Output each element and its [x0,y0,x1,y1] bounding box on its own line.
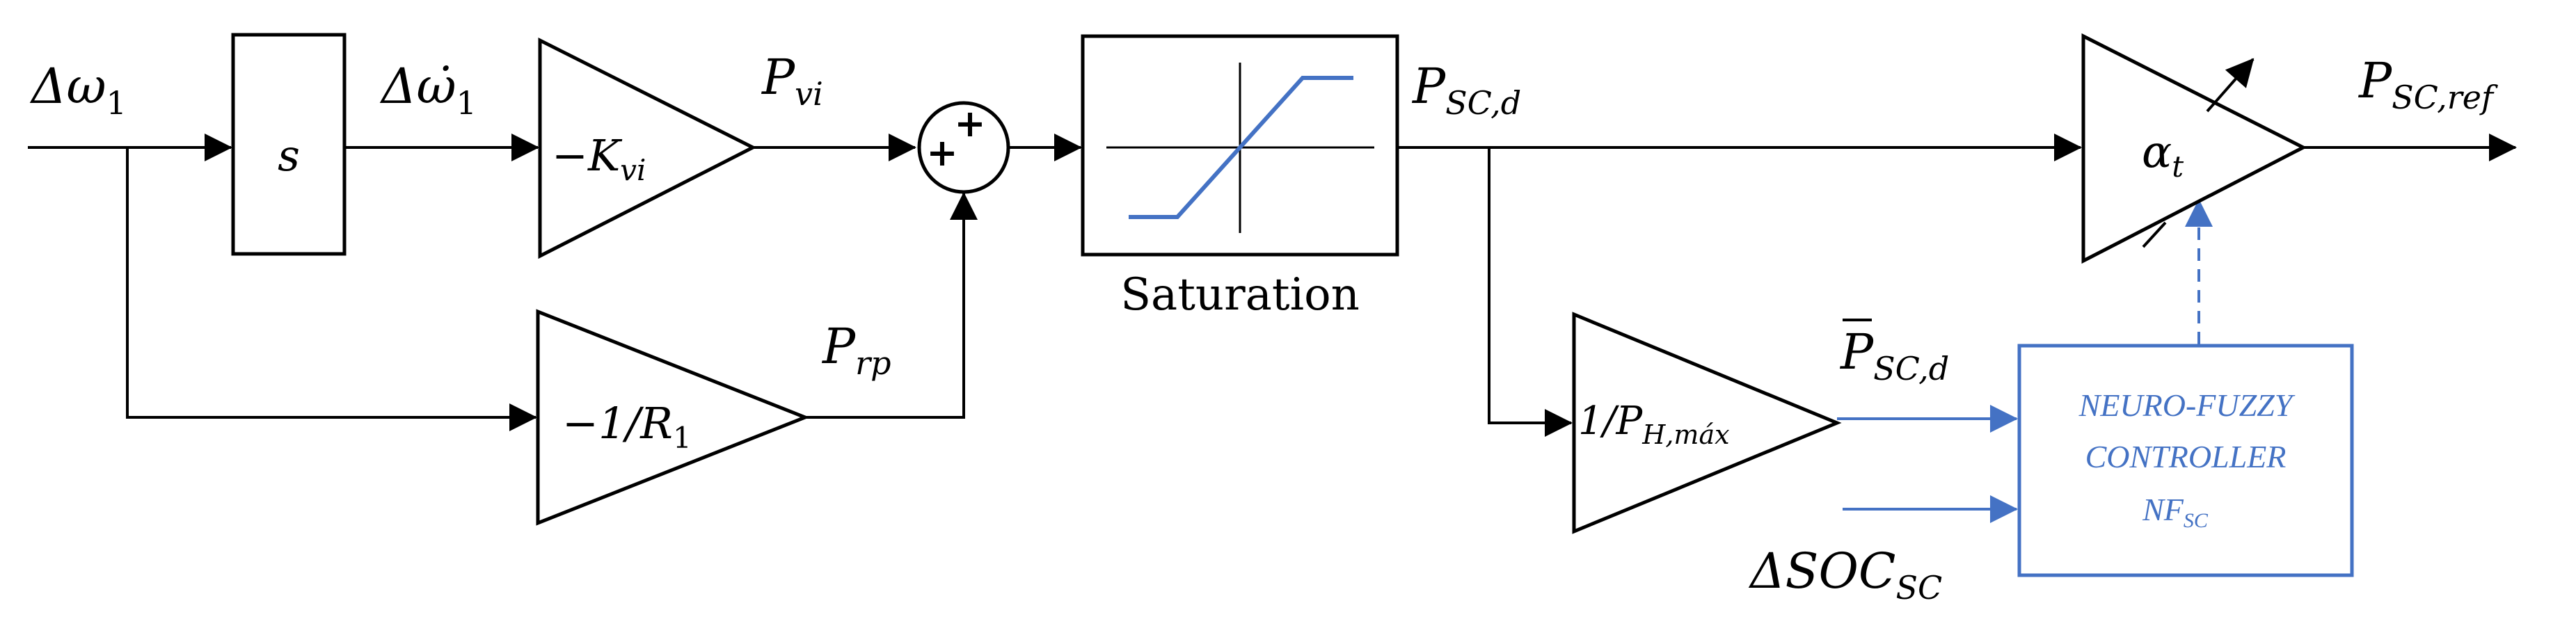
gain-kvi-label: −Kvi [552,130,646,187]
saturation-label: Saturation [1120,269,1360,321]
gain-alpha-tick [2142,221,2167,248]
summing-junction [917,101,1010,194]
derivative-output-label: Δω̇1 [379,58,477,122]
gain-alpha-label: αt [2142,127,2184,184]
output-label: PSC,ref [2358,52,2498,116]
neuro-fuzzy-controller [2017,344,2354,577]
gain-ph-label: 1/PH,máx [1578,399,1730,450]
soc-label: ΔSOCSC [1748,543,1942,607]
derivative-block [231,33,347,256]
gain-alpha-block [2081,33,2307,264]
wire-r1-to-summer [805,192,978,419]
gain-ph-block [1572,312,1842,534]
gain-kvi-block [538,37,757,259]
gain-r1-label: −1/R1 [562,398,692,455]
summer-plus-left: + [926,130,957,175]
summer-plus-top: + [954,101,985,145]
signal-wires [28,134,2517,437]
controller-line1: NEURO-FUZZY [2078,387,2296,423]
controller-line2: CONTROLLER [2085,439,2287,474]
gain-r1-block [536,309,810,526]
input-label: Δω1 [29,58,127,122]
wire-input-to-r1-gain [126,147,537,431]
p-rp-label: Prp [821,318,891,382]
p-scd-bar-label: PSC,d [1839,319,1949,387]
p-vi-label: Pvi [761,49,823,113]
controller-wires [1837,199,2213,523]
wire-branch-to-ph-gain [1488,147,1573,437]
p-scd-label: PSC,d [1411,58,1521,122]
svg-text:PSC,d: PSC,d [1839,323,1949,387]
variable-gain-arrow [2206,58,2255,113]
saturation-icon [1106,63,1374,233]
controller-line3: NFSC [2142,492,2209,532]
derivative-block-label: s [278,130,300,181]
